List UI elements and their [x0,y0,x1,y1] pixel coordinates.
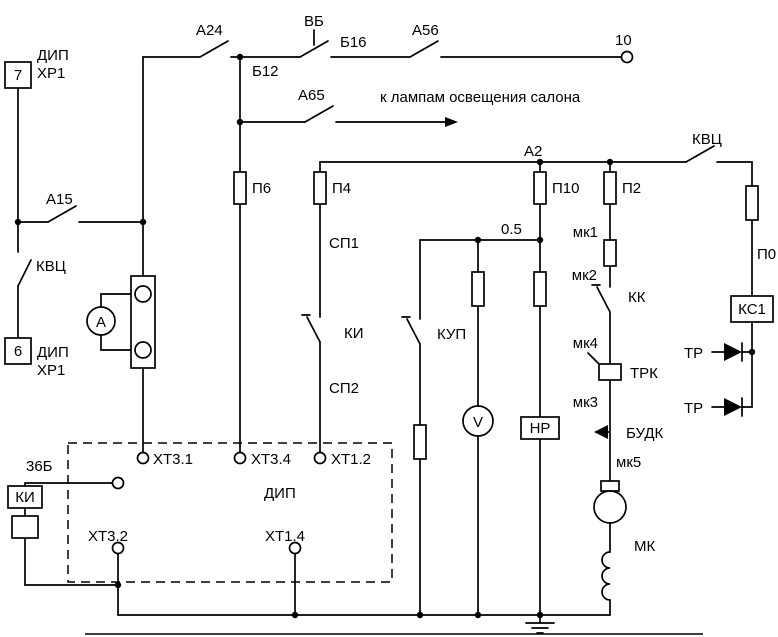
terminal-circles [111,50,634,555]
label-trk: ТРК [630,365,658,382]
label-p4: П4 [332,180,351,197]
label-sp1: СП1 [329,235,359,252]
label-mk2: мк2 [572,267,597,284]
label-xt34: ХТ3.4 [251,451,291,468]
label-tr-1: ТР [684,345,703,362]
label-mk5: мк5 [616,454,641,471]
label-kvc-right: КВЦ [692,131,722,148]
label-motor-mk: МК [634,538,655,555]
relay-ki-coil [11,515,39,539]
arrow-salon-icon [445,117,458,127]
label-xp1-top: ХР1 [37,65,65,82]
labels: ДИП ХР1 7 А24 ВБ Б12 Б16 А56 10 А65 к ла… [14,13,776,555]
junction-dots [14,53,756,619]
breaker-a24 [199,40,229,58]
contact-kup [401,316,421,345]
shunt [130,275,156,369]
label-xt14: ХТ1.4 [265,528,305,545]
label-salon-lamps: к лампам освещения салона [380,89,581,106]
label-xt32: ХТ3.2 [88,528,128,545]
resistor-kup-line [413,424,427,460]
terminal-xt32 [111,541,125,555]
fuse-p6 [233,171,247,205]
label-a65: А65 [298,87,325,104]
label-05: 0.5 [501,221,522,238]
label-dip-mid: ДИП [37,344,69,361]
label-a15: А15 [46,191,73,208]
terminal-36b [111,476,125,490]
label-36b: 36Б [26,458,53,475]
fuse-p0 [745,185,759,221]
relay-ki-box [7,485,43,509]
dip-dashed-block [67,442,393,583]
block-nr [520,416,560,440]
label-a24: А24 [196,22,223,39]
label-xt31: ХТ3.1 [153,451,193,468]
contact-kvc-left [17,259,32,287]
label-kvc-left: КВЦ [36,258,66,275]
label-p6: П6 [252,180,271,197]
label-pin6: 6 [14,343,22,360]
motor-mk [593,480,627,524]
label-ki-contact: КИ [344,325,364,342]
inductor-coil [601,551,611,601]
label-voltmeter: V [473,414,483,431]
label-p2: П2 [622,180,641,197]
resistor-nr-line [533,271,547,307]
terminal-xt12 [313,451,327,465]
label-p10: П10 [552,180,579,197]
label-10: 10 [615,32,632,49]
label-sp2: СП2 [329,380,359,397]
label-p0: П0 [757,246,776,263]
voltmeter [462,405,494,437]
block-ks1 [730,295,774,323]
breaker-a56 [409,40,439,58]
connector-pin6-box [4,337,32,365]
ground-icon [525,614,555,634]
contact-ki [301,314,321,343]
valve-trk [587,352,622,381]
fuse-p4 [313,171,327,205]
terminal-xt14 [288,541,302,555]
label-a2: А2 [524,143,542,160]
breaker-a65 [304,105,334,123]
terminal-xt34 [233,451,247,465]
label-kk: КК [628,289,646,306]
label-xt12: ХТ1.2 [331,451,371,468]
label-mk4: мк4 [573,335,598,352]
label-xp1-mid: ХР1 [37,362,65,379]
label-b16: Б16 [340,34,367,51]
fuse-p10 [533,171,547,205]
label-mk3: мк3 [573,394,598,411]
contact-kvc-right [685,145,715,163]
arrow-budk-icon [594,425,611,439]
terminal-10 [620,50,634,64]
label-ammeter: А [96,314,106,331]
label-mk1: мк1 [573,224,598,241]
contact-kk [591,284,611,313]
label-dip-block: ДИП [264,485,296,502]
label-tr-2: ТР [684,400,703,417]
switch-vb [299,40,329,58]
label-ki-relay: КИ [15,489,35,506]
label-dip-top: ДИП [37,47,69,64]
connector-pin7-box [4,61,32,89]
label-vb: ВБ [304,13,324,30]
diode-tr-2 [724,397,743,417]
breaker-a15 [47,205,77,223]
label-kup: КУП [437,326,466,343]
fuse-p2 [603,171,617,205]
label-budk: БУДК [626,425,664,442]
label-a56: А56 [412,22,439,39]
label-nr: НР [530,420,551,437]
resistor-mk-line [603,239,617,267]
label-ks1: КС1 [738,301,766,318]
ammeter [86,306,116,336]
terminal-xt31 [136,451,150,465]
resistor-voltmeter-line [471,271,485,307]
label-b12: Б12 [252,63,279,80]
diode-tr-1 [724,342,743,362]
label-pin7: 7 [14,67,22,84]
